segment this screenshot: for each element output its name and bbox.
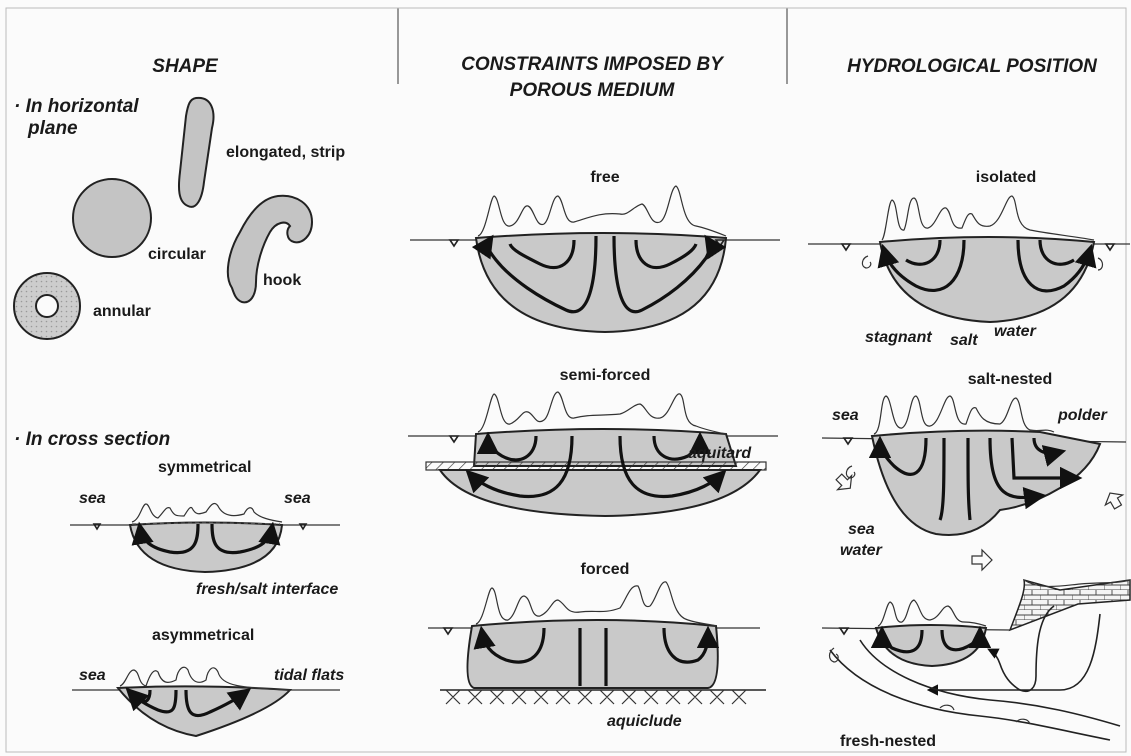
forced-lens [428,582,766,704]
hook-label: hook [263,272,301,289]
circular-shape [73,179,151,257]
horizontal-plane-label-2: plane [27,118,78,139]
circular-label: circular [148,246,206,263]
isolated-lens [808,196,1130,322]
isolated-label: isolated [976,169,1036,186]
cross-section-label: · In cross section [14,429,170,450]
annular-label: annular [93,303,151,320]
sea-right-label: sea [284,490,311,507]
forced-label: forced [581,561,630,578]
tidal-flats-label: tidal flats [274,667,344,684]
polder-label: polder [1057,407,1108,424]
sea-asym-label: sea [79,667,106,684]
elongated-label: elongated, strip [226,144,345,161]
asymmetrical-label: asymmetrical [152,627,254,644]
horizontal-plane-label-1: · In horizontal [14,96,139,117]
sea-water-label-1: sea [848,521,875,538]
salt-nested-label: salt-nested [968,371,1052,388]
fresh-salt-interface-label: fresh/salt interface [196,581,338,598]
free-label: free [590,169,619,186]
aquiclude-label: aquiclude [607,713,682,730]
header-constraints-line1: CONSTRAINTS IMPOSED BY [461,54,725,75]
symmetrical-label: symmetrical [158,459,251,476]
stagnant-label-2: salt [950,332,978,349]
header-shape: SHAPE [152,56,219,77]
stagnant-label-1: stagnant [865,329,932,346]
sea-left-label: sea [79,490,106,507]
elongated-shape [179,98,213,207]
semi-forced-label: semi-forced [560,367,651,384]
fresh-nested-lens [822,580,1130,740]
annular-hole [36,295,58,317]
sea-hydro-label: sea [832,407,859,424]
sea-water-label-2: water [840,542,883,559]
aquitard-label: aquitard [688,445,752,462]
free-lens [410,186,780,332]
stagnant-label-3: water [994,323,1037,340]
header-hydrological: HYDROLOGICAL POSITION [847,56,1098,77]
header-constraints-line2: POROUS MEDIUM [510,80,676,101]
fresh-nested-label: fresh-nested [840,733,936,750]
symmetrical-cross-section [70,504,340,572]
